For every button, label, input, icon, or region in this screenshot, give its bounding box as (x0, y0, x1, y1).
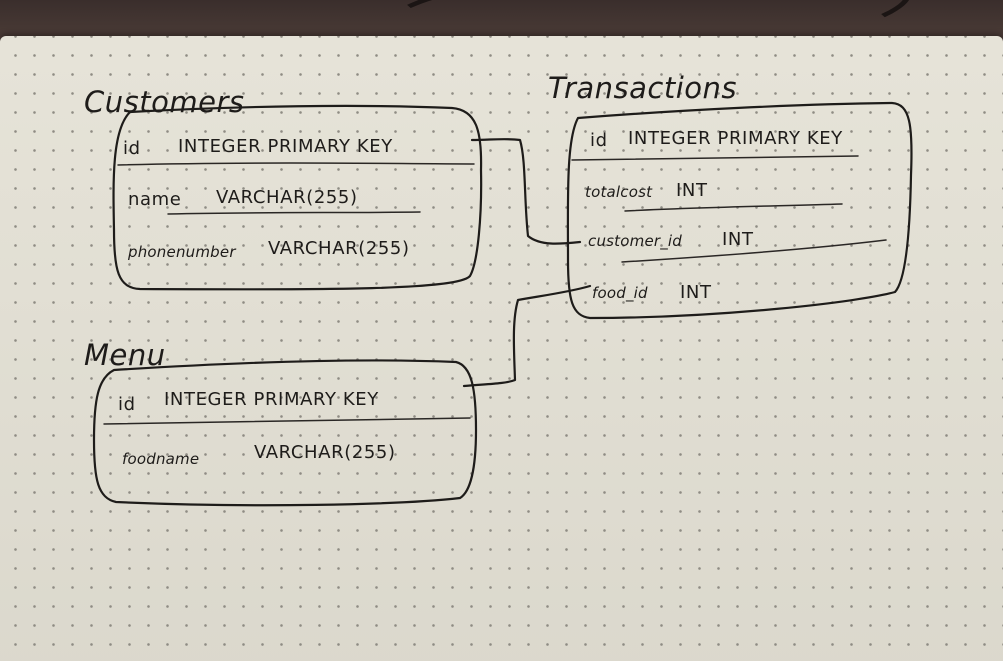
field-name: foodname (122, 450, 199, 468)
field-name: totalcost (585, 183, 653, 201)
field-type: VARCHAR(255) (254, 442, 396, 463)
table-title: Transactions (548, 71, 737, 105)
field-row: customer_id INT (588, 229, 754, 251)
field-row: id INTEGER PRIMARY KEY (118, 389, 379, 415)
table-box (112, 104, 483, 291)
table-title: Menu (84, 338, 166, 372)
table-menu: Menu id INTEGER PRIMARY KEY foodname VAR… (84, 338, 478, 507)
field-name: id (118, 394, 136, 415)
field-type: INTEGER PRIMARY KEY (628, 128, 843, 149)
field-name: food_id (592, 284, 648, 303)
relationship-line-customer (470, 138, 582, 245)
table-title: Customers (84, 85, 244, 119)
table-customers: Customers id INTEGER PRIMARY KEY name VA… (84, 85, 483, 291)
field-row: totalcost INT (585, 180, 708, 201)
field-name: name (128, 189, 181, 210)
field-type: INT (722, 229, 754, 250)
field-name: id (590, 130, 608, 151)
field-row: foodname VARCHAR(255) (122, 442, 396, 468)
field-type: VARCHAR(255) (268, 238, 410, 259)
table-box (92, 359, 478, 507)
row-divider (103, 417, 471, 425)
field-type: INTEGER PRIMARY KEY (164, 389, 379, 410)
field-name: id (123, 138, 141, 159)
field-type: INT (680, 282, 712, 303)
row-divider (167, 211, 421, 215)
row-divider (571, 155, 859, 161)
relationship-line-food (462, 284, 592, 388)
field-row: id INTEGER PRIMARY KEY (590, 128, 843, 151)
row-divider (624, 203, 843, 212)
field-type: VARCHAR(255) (216, 187, 358, 208)
field-name: customer_id (588, 232, 682, 251)
field-row: food_id INT (592, 282, 712, 303)
table-box (566, 101, 913, 320)
field-type: INTEGER PRIMARY KEY (178, 136, 393, 157)
field-name: phonenumber (127, 243, 236, 261)
field-row: name VARCHAR(255) (128, 187, 358, 210)
row-divider (621, 239, 887, 263)
field-row: id INTEGER PRIMARY KEY (123, 136, 393, 159)
table-transactions: Transactions id INTEGER PRIMARY KEY tota… (548, 71, 913, 320)
row-divider (117, 162, 475, 166)
field-row: phonenumber VARCHAR(255) (127, 238, 410, 261)
field-type: INT (676, 180, 708, 201)
